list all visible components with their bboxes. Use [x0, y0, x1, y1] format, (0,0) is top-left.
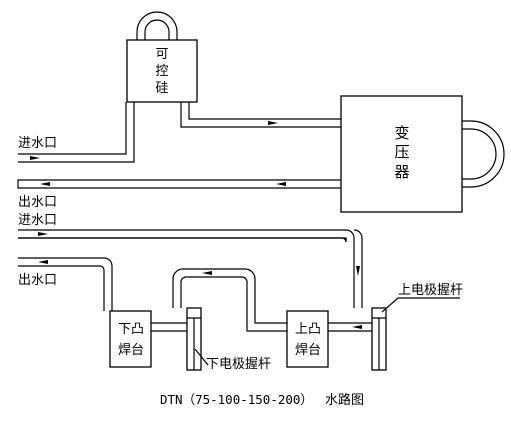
upper-boss-label-1: 上凸 — [295, 322, 321, 337]
inlet-2-pipe — [18, 229, 355, 308]
inlet-1-pipe — [18, 102, 127, 155]
transformer-label-3: 器 — [394, 163, 409, 181]
inlet-2-down-outer — [353, 229, 363, 239]
flow-arrow-outlet-2 — [38, 260, 48, 264]
diagram-title-label: 水路图 — [325, 392, 364, 408]
scr-to-transformer-pipe — [180, 102, 341, 128]
lower-boss-label-2: 焊台 — [118, 342, 144, 358]
flow-arrow-outlet-1-a — [40, 182, 50, 186]
flow-arrow-upper-boss — [352, 325, 362, 329]
transformer-loop-pipe-inner — [462, 128, 497, 180]
scr-label-1: 可 — [155, 47, 168, 62]
upper-electrode-leader — [381, 297, 460, 313]
upper-electrode-to-boss-pipe — [325, 322, 372, 332]
upper-boss-label-2: 焊台 — [295, 342, 321, 358]
lower-electrode-label: 下电极握杆 — [206, 357, 271, 372]
flow-arrow-bridge — [202, 271, 212, 275]
upper-boss-box — [286, 310, 329, 368]
diagram-title-code: DTN（75-100-150-200） — [160, 392, 313, 407]
flow-arrow-inlet-2 — [38, 232, 48, 236]
lower-electrode-divider — [187, 317, 201, 370]
lower-boss-label-1: 下凸 — [118, 322, 144, 337]
transformer-label-1: 变 — [394, 124, 409, 142]
scr-label-3: 硅 — [155, 81, 168, 96]
transformer-loop-pipe — [462, 120, 505, 188]
flow-arrow-inlet-1 — [30, 156, 40, 160]
inlet-2-bottom-edge — [18, 237, 347, 243]
scr-loop-pipe — [136, 11, 178, 40]
outlet-2-label: 出水口 — [18, 273, 57, 288]
boss-bridge-pipe — [172, 268, 287, 324]
inlet-1-pipe-inner — [18, 102, 135, 163]
upper-electrode-label: 上电极握杆 — [398, 283, 463, 298]
outlet-1-pipe — [17, 179, 341, 189]
inlet-2-label: 进水口 — [18, 213, 57, 228]
upper-electrode-divider — [372, 317, 386, 370]
scr-loop-pipe-inner — [144, 19, 170, 40]
transformer-box — [340, 95, 463, 213]
flow-arrow-inlet-2-down — [356, 266, 360, 276]
outlet-2-pipe — [18, 257, 113, 311]
boss-bridge-pipe-inner — [180, 276, 287, 332]
outlet-1-label: 出水口 — [18, 195, 57, 210]
flow-arrow-scr-transformer — [268, 121, 278, 125]
scr-label-2: 控 — [155, 64, 168, 79]
inlet-1-label: 进水口 — [18, 136, 57, 151]
lower-electrode-to-boss-pipe — [151, 322, 187, 332]
flow-arrow-outlet-1-b — [276, 182, 286, 186]
scr-to-transformer-pipe-inner — [188, 102, 341, 120]
transformer-label-2: 压 — [394, 143, 409, 161]
scr-box — [126, 39, 198, 103]
outlet-2-pipe-inner — [18, 265, 105, 311]
lower-boss-box — [109, 310, 152, 368]
lower-electrode-leader — [194, 348, 209, 366]
